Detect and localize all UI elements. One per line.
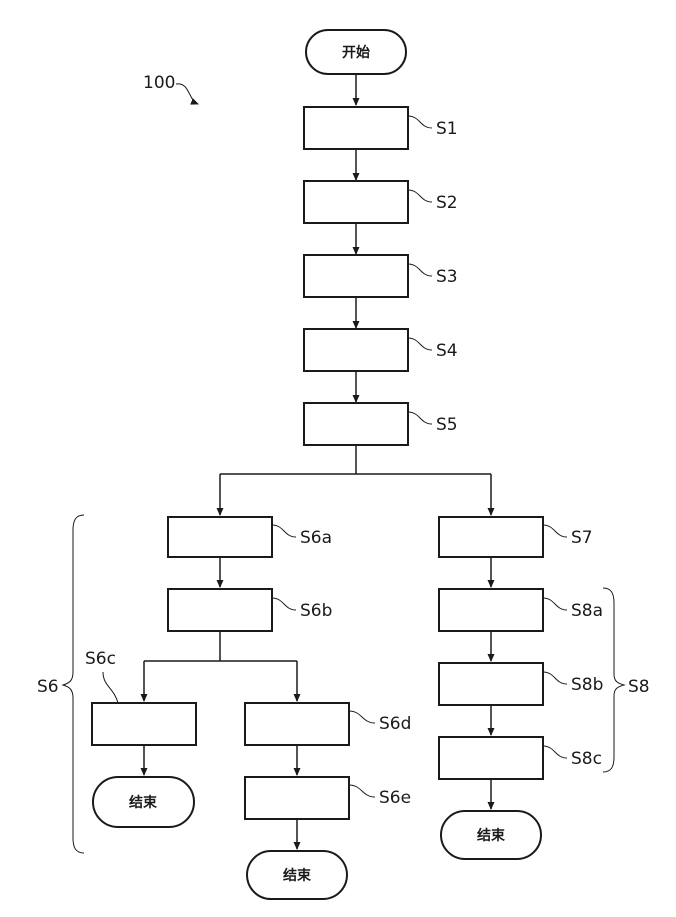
leader-s6a — [272, 525, 296, 537]
step-label-s6a: S6a — [300, 528, 332, 548]
step-label-s8b: S8b — [571, 675, 603, 695]
leader-s8c — [543, 746, 567, 758]
step-box-s4 — [304, 329, 408, 371]
end-terminal-s6e-label: 结束 — [283, 867, 312, 884]
group-brace-s8 — [603, 588, 624, 772]
figure-reference-arrow — [176, 84, 198, 104]
step-label-s1: S1 — [436, 119, 458, 139]
leader-s2 — [408, 190, 432, 202]
figure-reference-label: 100 — [143, 73, 175, 93]
group-label-s8: S8 — [628, 677, 650, 697]
step-label-s8c: S8c — [571, 749, 602, 769]
step-box-s8a — [439, 589, 543, 631]
step-box-s2 — [304, 181, 408, 223]
leader-s1 — [408, 116, 432, 128]
step-label-s6b: S6b — [300, 601, 332, 621]
step-box-s3 — [304, 255, 408, 297]
leader-s8a — [543, 598, 567, 610]
step-label-s2: S2 — [436, 193, 458, 213]
start-terminal-label: 开始 — [342, 44, 370, 61]
leader-s4 — [408, 338, 432, 350]
group-label-s6: S6 — [37, 677, 59, 697]
step-label-s3: S3 — [436, 267, 458, 287]
step-box-s1 — [304, 107, 408, 149]
leader-s8b — [543, 672, 567, 684]
end-terminal-s8c-label: 结束 — [477, 827, 506, 844]
step-label-s6c: S6c — [85, 649, 116, 669]
leader-s7 — [543, 525, 567, 537]
leader-s6d — [349, 711, 375, 723]
step-box-s6b — [168, 589, 272, 631]
step-box-s6c — [92, 703, 196, 745]
leader-s5 — [408, 412, 432, 424]
step-label-s4: S4 — [436, 341, 458, 361]
step-label-s6e: S6e — [379, 788, 411, 808]
step-box-s8c — [439, 737, 543, 779]
step-box-s7 — [439, 517, 543, 557]
step-box-s5 — [304, 403, 408, 445]
step-box-s6d — [245, 703, 349, 745]
step-label-s6d: S6d — [379, 714, 411, 734]
step-box-s6a — [168, 517, 272, 557]
leader-s6b — [272, 598, 296, 610]
leader-s3 — [408, 264, 432, 276]
step-label-s5: S5 — [436, 415, 458, 435]
step-label-s8a: S8a — [571, 601, 603, 621]
leader-s6e — [349, 785, 375, 797]
group-brace-s6 — [63, 515, 84, 853]
step-box-s8b — [439, 663, 543, 705]
step-label-s7: S7 — [571, 528, 593, 548]
leader-s6c — [103, 672, 118, 703]
end-terminal-s6c-label: 结束 — [129, 794, 158, 811]
step-box-s6e — [245, 777, 349, 819]
